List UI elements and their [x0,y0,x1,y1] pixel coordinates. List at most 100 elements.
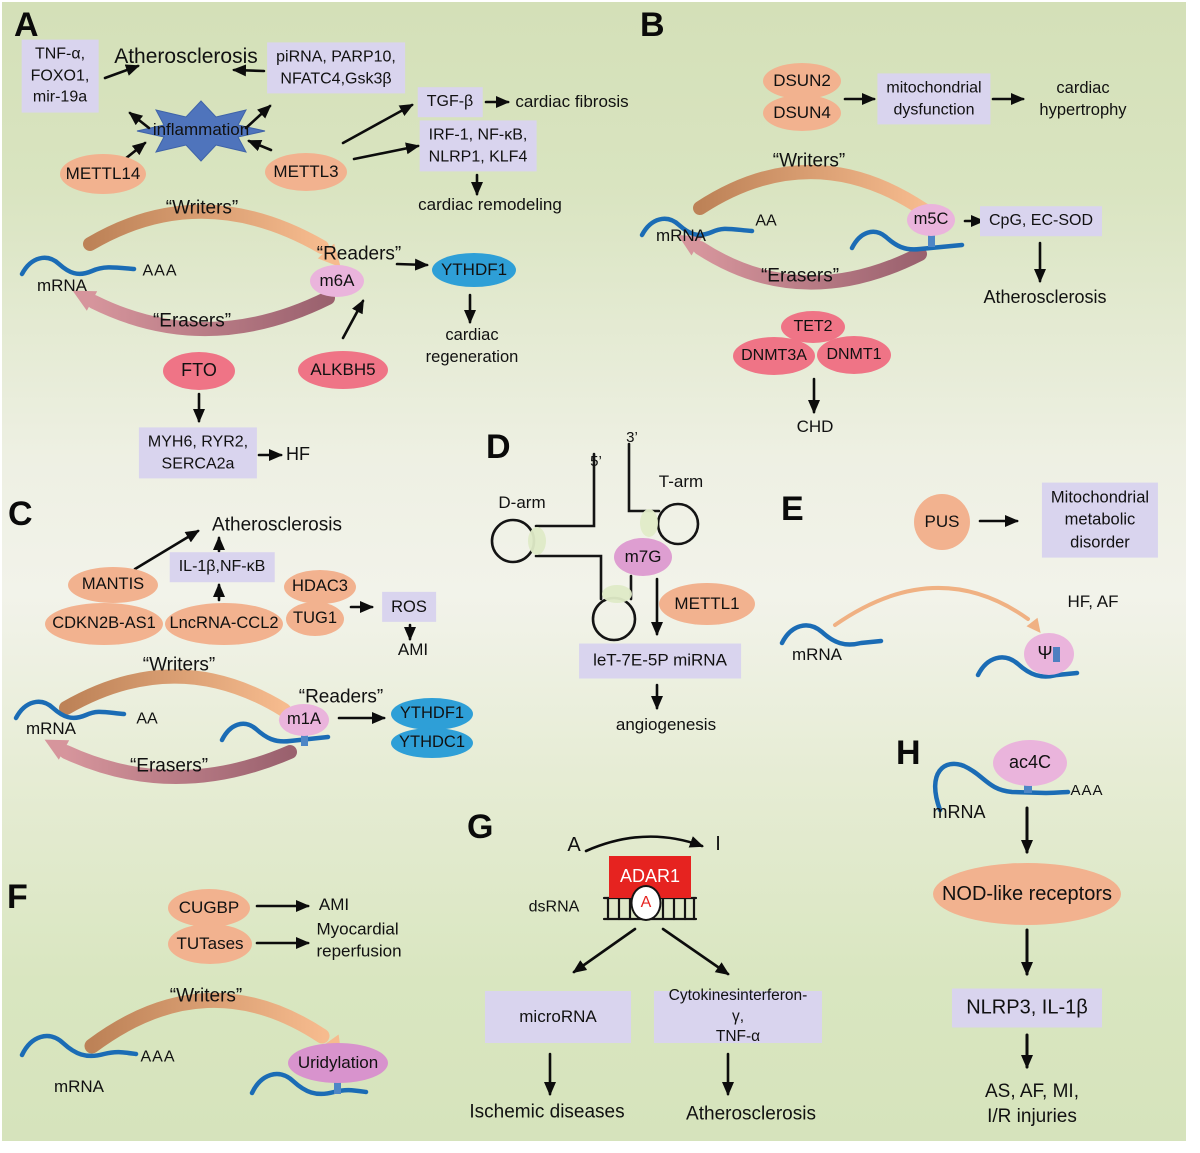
panel-a-label: A [14,6,39,44]
tug1-ellipse: TUG1 [286,602,344,636]
modified-rna-wave [249,1071,369,1097]
pseudouridylation-arrowhead [1026,617,1041,634]
panel-e-label: E [781,490,804,528]
cardiac-remodeling-label: cardiac remodeling [418,194,562,214]
mrna-wave [19,1033,139,1059]
edited-adenosine-circle: A [630,885,662,921]
dsrna-label: dsRNA [528,898,580,916]
mrna-label-f: mRNA [53,1076,105,1096]
pseudouridine-site-tick [1053,647,1060,662]
hf-af-label: HF, AF [1067,591,1119,611]
modified-rna-wave [849,229,965,252]
m7g-ellipse: m7G [614,538,672,576]
cytokines-interferon-box: Cytokinesinterferon-γ, TNF-α [654,987,822,1045]
mitochondrial-dysfunction-box: mitochondrial dysfunction [877,73,991,125]
mettl1-ellipse: METTL1 [659,583,755,625]
panel-d-label: D [486,428,511,466]
chd-label: CHD [796,416,834,436]
atherosclerosis-label-c: Atherosclerosis [212,514,342,536]
erasers-arc [87,291,335,336]
ythdf1-ellipse-c: YTHDF1 [391,698,473,730]
mettl3-ellipse: METTL3 [265,153,347,191]
tnf-foxo1-mir19a-box: TNF-α, FOXO1, mir-19a [21,39,99,113]
panel-b-label: B [640,6,665,44]
panel-e-artwork [779,515,1080,679]
writers-arc [83,204,329,254]
lncrna-ccl2-ellipse: LncRNA-CCL2 [165,603,283,645]
erasers-arc [59,745,297,784]
erasers-arrowhead [44,739,70,760]
let7e5p-mirna-box: leT-7E-5P miRNA [579,643,741,679]
dnmt3a-ellipse: DNMT3A [733,337,815,375]
t-arm-label: T-arm [658,471,704,491]
writers-arc [59,669,291,717]
readers-label-c: “Readers” [298,686,384,708]
ros-box: ROS [382,591,436,623]
mrna-wave [933,761,1071,813]
mrna-wave [639,216,755,238]
polya-label-h: AAA [1070,782,1104,800]
d-arm-label: D-arm [498,492,546,512]
alkbh5-ellipse: ALKBH5 [298,351,388,389]
atherosclerosis-label-a: Atherosclerosis [114,45,258,69]
mrna-wave [19,255,137,277]
panel-c-artwork [13,529,416,784]
polya-label-c: AA [136,710,158,728]
nod-like-receptors-ellipse: NOD-like receptors [933,863,1121,925]
inosine-label: I [715,832,721,855]
writers-arrowhead [317,243,341,268]
a-to-i-arc [584,835,704,853]
cardiac-hypertrophy-label: cardiac hypertrophy [1039,79,1127,119]
mrna-wave [779,623,884,647]
figure-background: A B C D E F G H TNF-α, FOXO1, mir-19a At… [2,2,1186,1141]
nlrp3-il1b-box: NLRP3, IL-1β [952,988,1102,1028]
five-prime-label: 5’ [590,453,602,471]
uridylation-site-tick [334,1081,341,1094]
polya-label-f: AAA [140,1048,176,1066]
panel-g-artwork [544,835,734,1096]
mrna-label-c: mRNA [25,718,77,738]
cardiac-regeneration-label: cardiac regeneration [425,326,519,366]
adenosine-label: A [567,833,581,856]
m5c-ellipse: m5C [907,204,955,236]
mrna-wave [13,699,127,721]
fto-ellipse: FTO [163,352,235,390]
mrna-label-a: mRNA [36,275,88,295]
m1a-ellipse: m1A [279,704,329,736]
mrna-label-b: mRNA [655,225,707,245]
erasers-arrowhead [677,235,703,256]
ythdc1-ellipse: YTHDC1 [391,728,473,758]
panel-f-label: F [7,878,28,916]
il1b-nfkb-box: IL-1β,NF-κB [169,552,275,582]
m6a-ellipse: m6A [310,265,364,297]
polya-label-b: AA [755,212,777,230]
m5c-site-tick [928,233,935,247]
ischemic-diseases-label: Ischemic diseases [469,1101,625,1123]
mantis-ellipse: MANTIS [68,567,158,603]
m1a-site-tick [301,733,308,746]
erasers-label-c: “Erasers” [129,755,209,777]
panel-a-artwork [19,64,510,461]
inflammation-star [136,100,266,162]
hdac3-ellipse: HDAC3 [284,570,356,604]
dsun2-ellipse: DSUN2 [763,63,841,99]
ami-label-c: AMI [397,639,429,659]
pseudouridine-circle: Ψ [1024,633,1074,675]
erasers-arc [693,241,927,290]
ami-label-f: AMI [318,894,350,914]
dsrna-ladder [602,896,698,921]
erasers-arrowhead [72,290,98,311]
modified-rna-wave [219,721,331,744]
myocardial-reperfusion-label: Myocardial reperfusion [316,919,402,961]
dnmt1-ellipse: DNMT1 [817,336,891,374]
hf-label: HF [286,444,310,465]
writers-arc [693,165,931,217]
tutases-ellipse: TUTases [168,924,252,964]
three-prime-label: 3’ [626,429,638,447]
readers-label-a: “Readers” [316,243,402,265]
pus-circle: PUS [914,494,970,550]
angiogenesis-label: angiogenesis [615,714,717,734]
modified-rna-wave [975,655,1080,679]
